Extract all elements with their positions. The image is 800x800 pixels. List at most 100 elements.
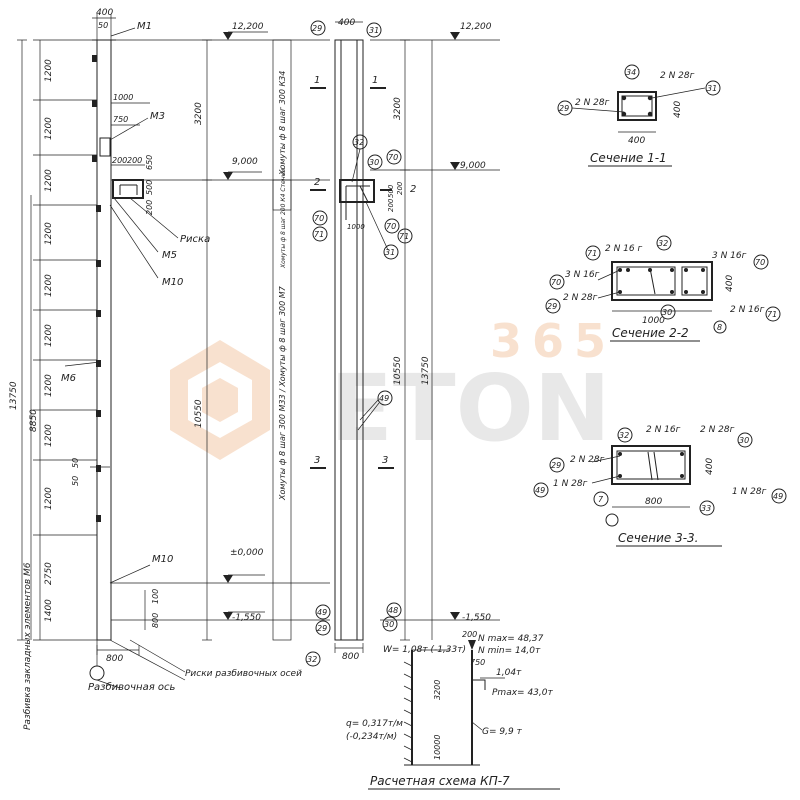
dim-200b: 200: [127, 156, 142, 165]
embedded-plates: [92, 55, 101, 522]
section-3-3: 32 2 N 16г 2 N 28г 30 29 2 N 28г 49 1 N …: [533, 425, 787, 547]
rebar-pos-30b: 30: [384, 620, 394, 629]
sec2-pos-8: 8: [717, 323, 722, 332]
rebar-pos-30: 30: [369, 158, 379, 167]
scheme-nmax: N max= 48,37: [478, 634, 544, 644]
sec1-rebar-top: 2 N 28г: [660, 71, 695, 81]
rebar-pos-29b: 29: [317, 624, 327, 633]
stirrups-table: Хомуты ф 8 шаг 300 М33 / Хомуты ф 8 шаг …: [278, 285, 287, 501]
rebar-dim-13750: 13750: [421, 356, 431, 385]
sec1-pos-34: 34: [626, 68, 636, 77]
rebar-dim-800: 800: [342, 652, 359, 662]
sec2-b: 2: [410, 184, 416, 195]
sec3-rebar-l2: 1 N 28г: [553, 479, 588, 489]
sec3-dim-800: 800: [645, 497, 662, 507]
segment-dim-11: 1400: [44, 599, 54, 622]
rebar-elevation: 400 29 31 1 1 3200 10550 13750 32 30 70: [305, 18, 433, 667]
rebar-pos-29: 29: [312, 24, 322, 33]
elev-mid: 9,000: [232, 157, 258, 167]
sec3-pos-7: 7: [598, 495, 604, 504]
col-top-width-small: 50: [98, 21, 108, 30]
elev-mid-right: 9,000: [460, 161, 486, 171]
axis-label: Разбивочная ось: [88, 681, 176, 693]
sec3-dim-400: 400: [705, 458, 715, 475]
sec3-pos-30: 30: [739, 436, 749, 445]
segment-dim-1: 1200: [44, 59, 54, 82]
label-riska: Риска: [180, 234, 210, 245]
dim-800h: 800: [106, 654, 123, 664]
rebar-pos-31b: 31: [385, 248, 395, 257]
rebar-dim-500: 500: [387, 184, 395, 198]
rebar-pos-70b: 70: [314, 214, 324, 223]
elev-bottom: -1,550: [232, 613, 261, 623]
rebar-dim-10550: 10550: [393, 356, 403, 385]
segment-dim-4: 1200: [44, 222, 54, 245]
segment-dim-2: 1200: [44, 117, 54, 140]
sec3-rebar-t2: 2 N 28г: [700, 425, 735, 435]
sec2-pos-70b: 70: [551, 278, 561, 287]
column-outline: [96, 39, 112, 641]
rebar-dim-1000: 1000: [347, 223, 365, 231]
sec1-pos-31: 31: [707, 84, 717, 93]
sec2-rebar-tl: 2 N 16 г: [605, 244, 642, 254]
rebar-top-width: 400: [338, 18, 355, 28]
rebar-dim-200a: 200: [387, 198, 395, 212]
rebar-pos-71b: 71: [399, 232, 409, 241]
vertical-note: Разбивка закладных элементов M6: [23, 562, 33, 730]
sec3-pos-49: 49: [535, 486, 545, 495]
design-scheme: W= 1,08т (-1,33т) 200 N max= 48,37 N min…: [346, 630, 560, 790]
scheme-dim-3200: 3200: [433, 680, 442, 700]
segment-ticks: [33, 39, 97, 641]
rebar-pos-49: 49: [379, 394, 389, 403]
scheme-dim-750: 750: [470, 658, 485, 667]
small-note: Хомуты ф 8 шаг 200 К4 Стенки: [280, 169, 287, 269]
watermark: 365 ETON: [170, 314, 616, 462]
col-top-width: 400: [96, 8, 113, 18]
corbel: [112, 179, 144, 199]
sec3-rebar-t1: 2 N 16г: [646, 425, 681, 435]
load-hatching: [403, 661, 413, 763]
sec2-rebar-r: 2 N 16г: [730, 305, 765, 315]
rebar-pos-32b: 32: [307, 655, 317, 664]
part-m10-lower: M10: [152, 554, 173, 565]
segment-dim-8: 1200: [44, 424, 54, 447]
dim-500: 500: [145, 180, 154, 195]
watermark-number: 365: [490, 314, 616, 368]
col-dim-10550: 10550: [194, 399, 204, 428]
section-1-1: 34 2 N 28г 31 29 2 N 28г 400 400 Сечение…: [557, 64, 721, 167]
dim-50b: 50: [71, 476, 80, 486]
elev-top: 12,200: [232, 22, 264, 32]
part-m10-upper: M10: [162, 277, 183, 288]
segment-dim-5: 1200: [44, 274, 54, 297]
scheme-dim-200: 200: [462, 630, 477, 639]
riski-label: Риски разбивочных осей: [185, 669, 302, 679]
rebar-corbel: [339, 179, 375, 220]
scheme-nmin: N min= 14,0т: [478, 646, 541, 656]
scheme-pmax: Pmax= 43,0т: [492, 688, 553, 698]
elev-bottom-right: -1,550: [462, 613, 491, 623]
sec2-pos-29: 29: [547, 302, 557, 311]
sec3-pos-33: 33: [701, 504, 711, 513]
scheme-title: Расчетная схема КП-7: [370, 774, 510, 788]
axis-marker: [89, 665, 105, 681]
segment-dim-7: 1200: [44, 374, 54, 397]
sec2-rebar-l1: 3 N 16г: [565, 270, 600, 280]
scheme-104: 1,04т: [496, 668, 522, 678]
sec2-rebar-tr: 3 N 16г: [712, 251, 747, 261]
section-2-2: 71 2 N 16 г 32 3 N 16г 70 70 3 N 16г 29 …: [545, 235, 781, 342]
scheme-dim-10000: 10000: [433, 735, 442, 760]
sec1-pos-29: 29: [559, 104, 569, 113]
rebar-pos-70a: 70: [388, 153, 398, 162]
sec1-dim-400h: 400: [628, 136, 645, 146]
elevation-marks: 12,200 9,000 ±0,000 -1,550 12,200 9,000 …: [111, 22, 500, 623]
stirrups-upper: Хомуты ф 8 шаг 300 К34: [278, 71, 287, 176]
sec2-dim-1000: 1000: [642, 316, 665, 326]
sec2-dim-400: 400: [725, 275, 735, 292]
sec2-pos-30: 30: [662, 308, 672, 317]
rebar-dim-3200: 3200: [393, 97, 403, 120]
rebar-pos-70c: 70: [386, 222, 396, 231]
elev-zero: ±0,000: [230, 548, 264, 558]
segment-dim-9: 1200: [44, 487, 54, 510]
segment-dim-3: 1200: [44, 169, 54, 192]
